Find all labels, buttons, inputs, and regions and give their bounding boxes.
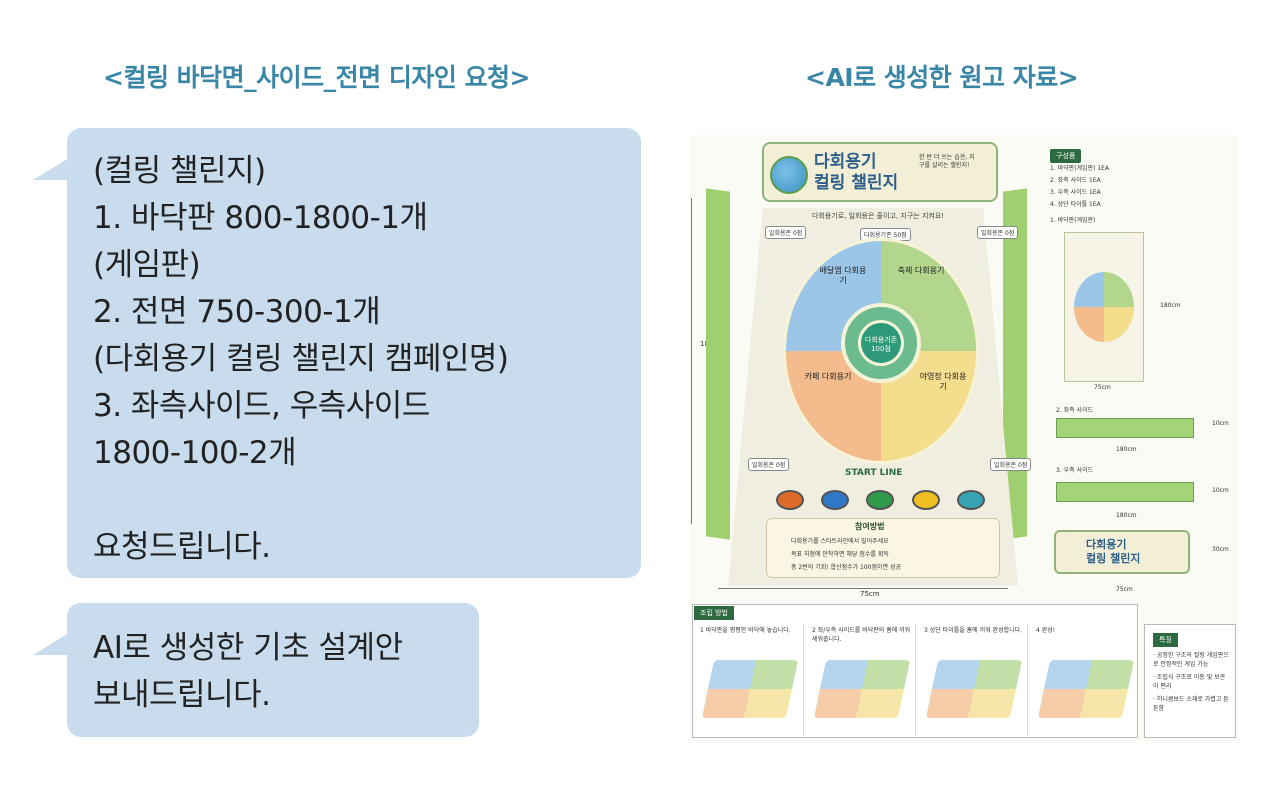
- curling-stone-icon: [821, 490, 849, 510]
- message-line: 1. 바닥판 800-1800-1개: [93, 200, 428, 236]
- zone-label: 배달앱 다회용기: [819, 266, 867, 285]
- message-line: 1800-100-2개: [93, 435, 297, 471]
- mini-ring-preview: [1074, 272, 1134, 342]
- assembly-step-image: [813, 660, 911, 718]
- mini-front-title: 다회용기 컬링 챌린지: [1054, 530, 1190, 574]
- board-title-line2: 컬링 챌린지: [814, 173, 899, 193]
- howto-title: 참여방법: [855, 522, 885, 531]
- mini-front-title-text: 다회용기 컬링 챌린지: [1086, 538, 1140, 566]
- earth-mascot-icon: [770, 156, 808, 194]
- assembly-tag: 조립 방법: [694, 606, 734, 620]
- board-title-panel: 다회용기 컬링 챌린지 한 번 더 쓰는 습관, 지구를 살리는 챌린지!: [762, 142, 998, 202]
- dimension-line-horizontal: [718, 588, 1008, 589]
- parts-tag: 구성품: [1050, 149, 1082, 163]
- message-line: 요청드립니다.: [93, 529, 271, 565]
- score-tag: 일회용존 0점: [977, 226, 1019, 239]
- parts-item: 2. 좌측 사이드 1EA: [1050, 177, 1101, 184]
- parts-item: 1. 바닥판(게임판) 1EA: [1050, 165, 1110, 172]
- board-title-line1: 다회용기: [814, 152, 877, 172]
- feature-item: · 허니콤보드 소재로 가볍고 튼튼함: [1153, 696, 1229, 712]
- message-bubble-request: (컬링 챌린지) 1. 바닥판 800-1800-1개 (게임판) 2. 전면 …: [33, 128, 641, 578]
- dimension-line-vertical: [691, 198, 692, 524]
- left-side-label: 2. 좌측 사이드: [1056, 407, 1094, 414]
- message-line: (컬링 챌린지): [93, 153, 266, 189]
- curling-stone-icon: [776, 490, 804, 510]
- features-box: 특징 · 공정한 구조의 컬링 게임판으로 안정적인 게임 가능 · 조립식 구…: [1144, 624, 1236, 738]
- assembly-step-image: [925, 660, 1023, 718]
- message-line: (게임판): [93, 247, 201, 283]
- left-side-strip: [1056, 418, 1194, 438]
- score-tag: 일회용존 0점: [748, 458, 790, 471]
- mini-title-line2: 컬링 챌린지: [1086, 552, 1141, 565]
- message-line: 3. 좌측사이드, 우측사이드: [93, 388, 430, 424]
- parts-item: 4. 상단 타이틀 1EA: [1050, 201, 1101, 208]
- message-blank-line: [93, 477, 615, 524]
- assembly-step-image: [701, 660, 799, 718]
- right-header: <AI로 생성한 원고 자료>: [805, 63, 1079, 92]
- parts-item: 3. 우측 사이드 1EA: [1050, 189, 1101, 196]
- mini-dim-label: 10cm: [1212, 487, 1229, 494]
- parts-list: 구성품 1. 바닥판(게임판) 1EA 2. 좌측 사이드 1EA 3. 우측 …: [1050, 143, 1220, 227]
- right-side-strip: [1056, 482, 1194, 502]
- score-tag: 일회용존 0점: [765, 226, 807, 239]
- curling-stone-icon: [866, 490, 894, 510]
- howto-step: 목표 지점에 안착하면 해당 점수를 획득: [791, 551, 889, 558]
- assembly-step: 1 바닥판을 평평한 바닥에 놓습니다.: [694, 624, 804, 736]
- mini-dim-label: 30cm: [1212, 546, 1229, 553]
- feature-item: · 조립식 구조로 이동 및 보관이 편리: [1153, 674, 1226, 690]
- zone-label: 축제 다회용기: [897, 266, 945, 275]
- board-subtitle: 한 번 더 쓰는 습관, 지구를 살리는 챌린지!: [919, 154, 975, 169]
- floor-caption: 다회용기로, 일회용은 줄이고, 지구는 지켜요!: [812, 212, 945, 220]
- right-side-label: 3. 우측 사이드: [1056, 467, 1094, 474]
- assembly-step-image: [1037, 660, 1135, 718]
- score-tag: 일회용존 0점: [990, 458, 1032, 471]
- dimension-label-horizontal: 75cm: [860, 590, 880, 598]
- howto-box: 참여방법 다회용기를 스타트라인에서 밀어주세요 목표 지점에 안착하면 해당 …: [766, 518, 1000, 578]
- left-side-rail: [706, 188, 730, 540]
- message-line: AI로 생성한 기초 설계안: [93, 630, 403, 666]
- assembly-step-text: 1 바닥판을 평평한 바닥에 놓습니다.: [700, 627, 791, 634]
- board-title: 다회용기 컬링 챌린지: [814, 152, 898, 194]
- message-line: (다회용기 컬링 챌린지 캠페인명): [93, 341, 509, 377]
- bubble-tail: [33, 633, 69, 655]
- curling-stone-icon: [957, 490, 985, 510]
- message-bubble-ai-draft: AI로 생성한 기초 설계안 보내드립니다.: [33, 603, 479, 737]
- left-header: <컬링 바닥면_사이드_전면 디자인 요청>: [103, 63, 531, 92]
- mini-title-line1: 다회용기: [1086, 538, 1127, 551]
- parts-board-label: 1. 바닥판(게임판): [1050, 217, 1096, 224]
- mini-dim-label: 75cm: [1094, 384, 1111, 391]
- mini-dim-label: 180cm: [1160, 302, 1181, 309]
- center-label: 다회용기존 100점: [864, 336, 898, 353]
- zone-label: 야영장 다회용기: [919, 372, 967, 391]
- assembly-step-text: 3 상단 타이틀을 홈에 끼워 완성합니다.: [924, 627, 1023, 634]
- mini-dim-label: 75cm: [1116, 586, 1133, 593]
- feature-item: · 공정한 구조의 컬링 게임판으로 안정적인 게임 가능: [1153, 652, 1229, 668]
- center-bullseye: [858, 320, 904, 366]
- message-line: 보내드립니다.: [93, 677, 271, 713]
- howto-step: 다회용기를 스타트라인에서 밀어주세요: [791, 538, 889, 545]
- curling-stone-icon: [912, 490, 940, 510]
- zone-label: 카페 다회용기: [804, 372, 852, 381]
- assembly-step-text: 2 좌/우측 사이드를 바닥판의 홈에 끼워 세워줍니다.: [812, 627, 911, 643]
- message-line: 2. 전면 750-300-1개: [93, 294, 381, 330]
- assembly-step: 3 상단 타이틀을 홈에 끼워 완성합니다.: [918, 624, 1028, 736]
- mini-dim-label: 180cm: [1116, 446, 1137, 453]
- mini-dim-label: 10cm: [1212, 420, 1229, 427]
- howto-step: 총 2번의 기회! 합산점수가 100점이면 성공: [791, 564, 902, 571]
- mini-dim-label: 180cm: [1116, 512, 1137, 519]
- assembly-step: 4 완성!: [1030, 624, 1136, 736]
- assembly-step-text: 4 완성!: [1036, 627, 1056, 634]
- bubble-tail: [33, 158, 69, 180]
- start-line: START LINE: [845, 468, 903, 478]
- assembly-step: 2 좌/우측 사이드를 바닥판의 홈에 끼워 세워줍니다.: [806, 624, 916, 736]
- features-tag: 특징: [1153, 633, 1178, 647]
